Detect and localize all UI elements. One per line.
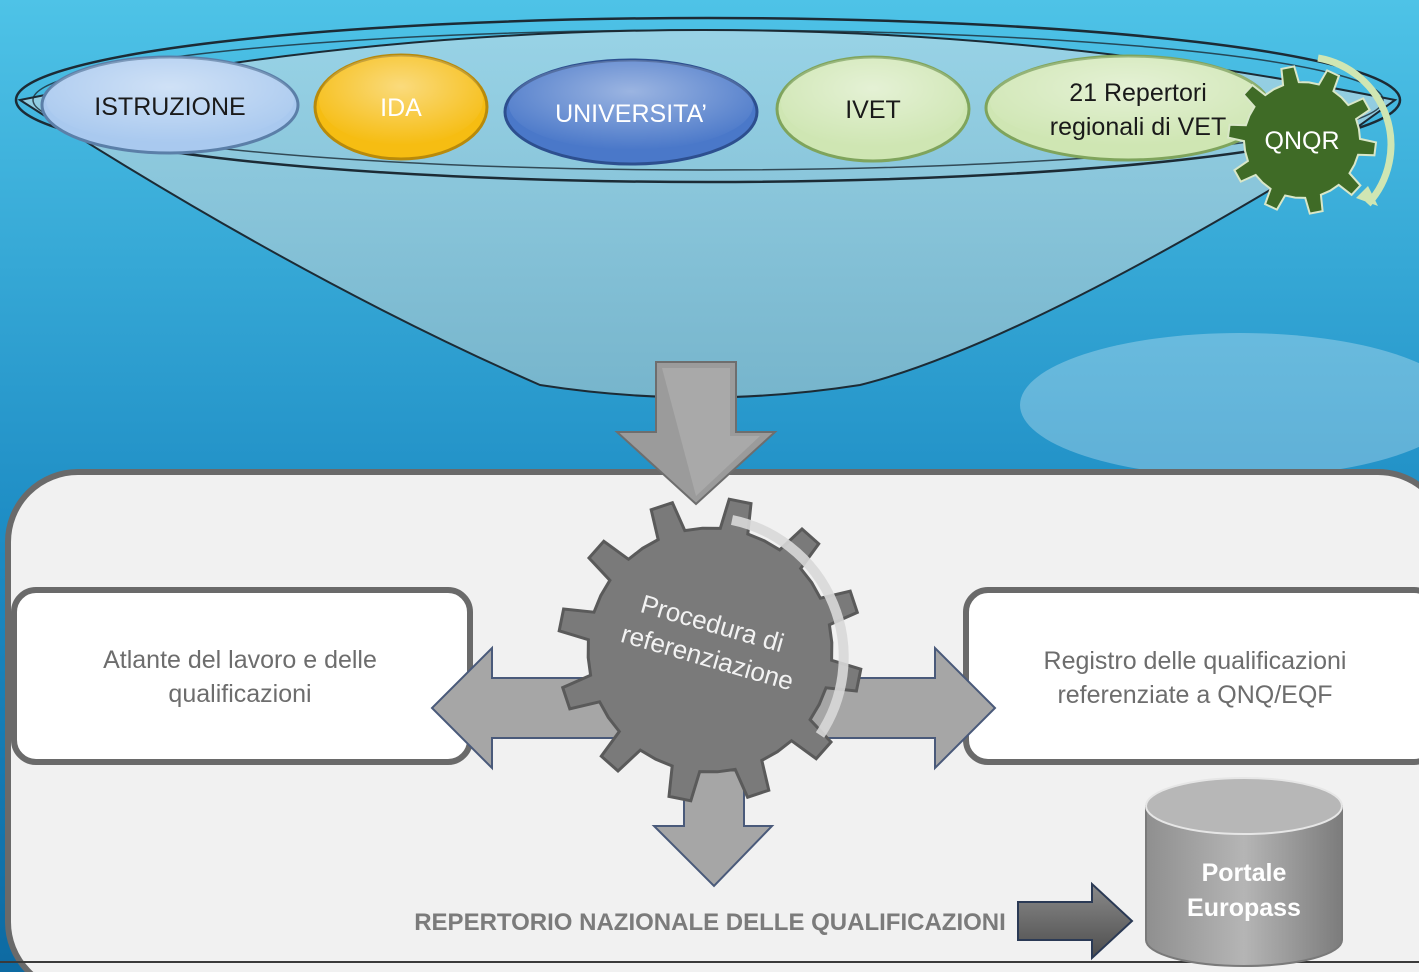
cylinder-body: [1145, 805, 1343, 967]
oval-shine: [990, 56, 1266, 146]
oval-shine: [319, 55, 483, 145]
gear-icon: [557, 497, 863, 803]
gear-teeth: [1226, 65, 1378, 215]
oval-shine: [781, 57, 965, 147]
oval-shine: [509, 60, 753, 150]
source-oval-istruzione: ISTRUZIONE: [40, 55, 300, 155]
portal-line2: Europass: [1187, 894, 1301, 922]
cylinder-top: [1145, 777, 1343, 835]
funnel-down-arrow-shade: [662, 368, 760, 496]
rotation-arc: [1317, 54, 1395, 207]
source-label-ivet: IVET: [845, 96, 901, 124]
source-oval-ida: IDA: [313, 53, 489, 161]
rotation-arrowhead: [1356, 186, 1378, 206]
funnel-rim-inner: [32, 29, 1384, 171]
atlante-line1: Atlante del lavoro e delle: [103, 646, 377, 674]
central-gear: Procedura di referenziazione: [557, 497, 863, 803]
registro-line2: referenziate a QNQ/EQF: [1057, 681, 1332, 709]
portal-line1: Portale: [1202, 859, 1287, 887]
source-label-universita: UNIVERSITA’: [555, 100, 707, 128]
funnel-rim: [14, 16, 1402, 184]
source-oval-universita: UNIVERSITA’: [503, 58, 759, 166]
source-label-repertori-line1: 21 Repertori: [1069, 79, 1207, 107]
qnqr-label: QNQR: [1265, 127, 1340, 155]
source-label-ida: IDA: [380, 94, 422, 122]
registro-line1: Registro delle qualificazioni: [1044, 647, 1347, 675]
gear-icon: [1226, 65, 1378, 215]
arrow-to-atlante: [430, 645, 621, 771]
europass-cylinder: Portale Europass: [1145, 777, 1343, 967]
oval-shine: [46, 57, 294, 143]
repertorio-label: REPERTORIO NAZIONALE DELLE QUALIFICAZION…: [414, 909, 1006, 936]
source-label-repertori-line2: regionali di VET: [1050, 113, 1226, 141]
source-oval-ivet: IVET: [775, 55, 971, 163]
source-oval-repertori-regionali: 21 Repertori regionali di VET: [984, 54, 1272, 162]
arrow-to-europass: [1017, 881, 1134, 961]
atlante-line2: qualificazioni: [168, 680, 311, 708]
registro-box: [963, 587, 1419, 765]
gear-teeth: [557, 497, 863, 803]
source-label-istruzione: ISTRUZIONE: [94, 93, 245, 121]
atlante-box: [11, 587, 473, 765]
rotation-arc: [730, 515, 849, 738]
light-blob-decoration: [1020, 333, 1419, 477]
qnqr-gear: QNQR: [1226, 54, 1395, 215]
